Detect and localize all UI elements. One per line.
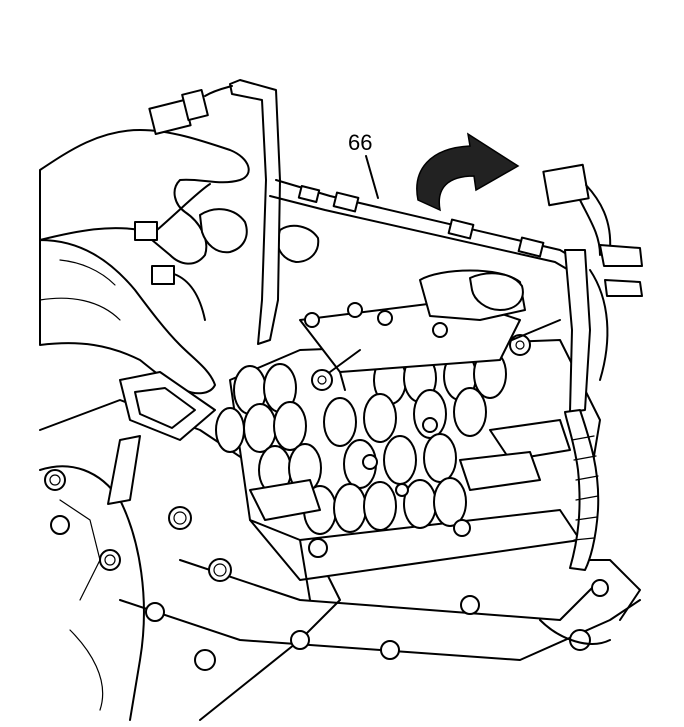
valve-body <box>215 269 601 601</box>
spool-row-2 <box>215 387 487 453</box>
callout-label: 66 <box>348 130 372 155</box>
electrical-connector-in-hand <box>107 371 216 505</box>
callout-66: 66 <box>348 130 379 199</box>
hands <box>39 129 524 395</box>
transmission-case <box>39 399 641 721</box>
callout-leader-line <box>365 155 379 199</box>
curved-arrow-icon <box>416 132 520 212</box>
wiring-harness <box>134 79 643 571</box>
spool-row-3 <box>258 433 457 495</box>
